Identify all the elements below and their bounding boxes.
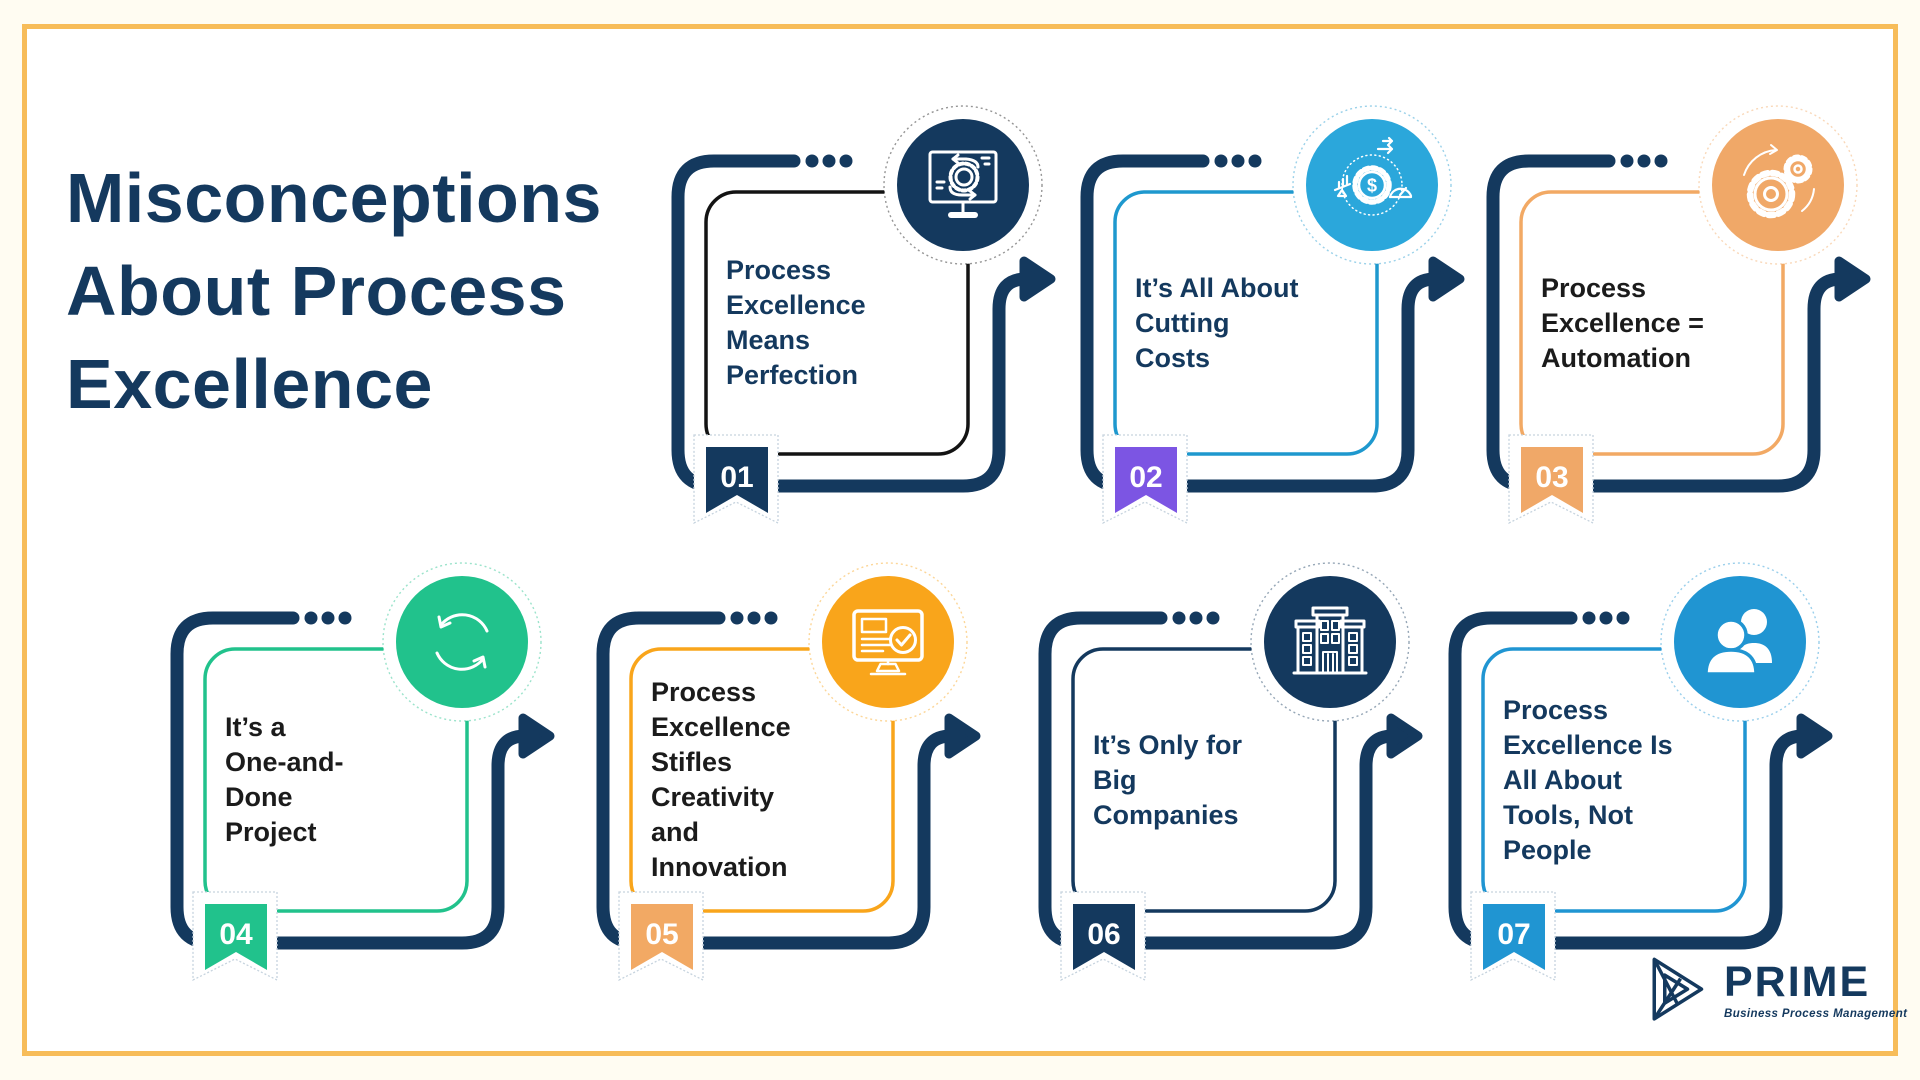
icon-circle xyxy=(396,576,528,708)
card-title: It’s All About Cutting Costs xyxy=(1135,272,1299,373)
arrow-head-icon xyxy=(1796,713,1833,759)
ellipsis-dots-icon xyxy=(1214,154,1262,168)
card-title: Process Excellence Stifles Creativity an… xyxy=(651,677,791,882)
arrow-head-icon xyxy=(1386,713,1423,759)
misconception-card-02: 02 It’s All About Cutting Costs xyxy=(1071,73,1471,533)
ellipsis-dots-icon xyxy=(805,154,853,168)
number-badge: 05 xyxy=(618,891,704,982)
misconception-card-01: 01 Process Excellence Means Perfection xyxy=(662,73,1062,533)
misconception-card-03: 03 Process Excellence = Automation xyxy=(1477,73,1877,533)
misconception-card-04: 04 It’s a One-and- Done Project xyxy=(161,530,561,990)
badge-number: 05 xyxy=(645,918,678,951)
card-title: Process Excellence = Automation xyxy=(1541,272,1704,373)
page-title: Misconceptions About Process Excellence xyxy=(66,159,602,423)
number-badge: 06 xyxy=(1060,891,1146,982)
prime-logo: PRIME Business Process Management xyxy=(1642,952,1907,1028)
badge-number: 07 xyxy=(1497,918,1530,951)
prime-logo-text: PRIME Business Process Management xyxy=(1724,957,1908,1020)
icon-circle xyxy=(1712,119,1844,251)
number-badge: 02 xyxy=(1102,434,1188,525)
icon-circle xyxy=(1264,576,1396,708)
number-badge: 01 xyxy=(693,434,779,525)
badge-ribbon xyxy=(1483,904,1545,970)
badge-ribbon xyxy=(1073,904,1135,970)
ellipsis-dots-icon xyxy=(1582,611,1630,625)
card-title: Process Excellence Is All About Tools, N… xyxy=(1503,694,1673,865)
card-title: It’s Only for Big Companies xyxy=(1093,729,1243,830)
card-inner-border xyxy=(1071,647,1337,913)
badge-number: 01 xyxy=(720,461,753,494)
card-inner-border xyxy=(1519,190,1785,456)
number-badge: 03 xyxy=(1508,434,1594,525)
card-title: It’s a One-and- Done Project xyxy=(225,712,344,847)
badge-ribbon xyxy=(631,904,693,970)
card-inner-border xyxy=(629,647,895,913)
arrow-head-icon xyxy=(1019,256,1056,302)
badge-ribbon xyxy=(1115,447,1177,513)
number-badge: 04 xyxy=(192,891,278,982)
badge-number: 02 xyxy=(1129,461,1162,494)
ellipsis-dots-icon xyxy=(1620,154,1668,168)
badge-number: 03 xyxy=(1535,461,1568,494)
icon-circle xyxy=(822,576,954,708)
badge-ribbon xyxy=(706,447,768,513)
logo-name: PRIME xyxy=(1724,957,1871,1006)
ellipsis-dots-icon xyxy=(730,611,778,625)
badge-number: 04 xyxy=(219,918,253,951)
ellipsis-dots-icon xyxy=(304,611,352,625)
arrow-head-icon xyxy=(1428,256,1465,302)
card-title: Process Excellence Means Perfection xyxy=(726,255,866,390)
prime-logo-icon xyxy=(1652,957,1704,1021)
misconception-card-07: 07 Process Excellence Is All About Tools… xyxy=(1439,530,1839,990)
number-badge: 07 xyxy=(1470,891,1556,982)
badge-ribbon xyxy=(205,904,267,970)
arrow-head-icon xyxy=(944,713,981,759)
misconception-card-06: 06 It’s Only for Big Companies xyxy=(1029,530,1429,990)
card-inner-border xyxy=(1113,190,1379,456)
logo-tagline: Business Process Management xyxy=(1724,1007,1908,1020)
misconception-card-05: 05 Process Excellence Stifles Creativity… xyxy=(587,530,987,990)
badge-ribbon xyxy=(1521,447,1583,513)
ellipsis-dots-icon xyxy=(1172,611,1220,625)
arrow-head-icon xyxy=(518,713,555,759)
card-inner-border xyxy=(1481,647,1747,913)
card-inner-border xyxy=(704,190,970,456)
arrow-head-icon xyxy=(1834,256,1871,302)
badge-number: 06 xyxy=(1087,918,1120,951)
card-inner-border xyxy=(203,647,469,913)
